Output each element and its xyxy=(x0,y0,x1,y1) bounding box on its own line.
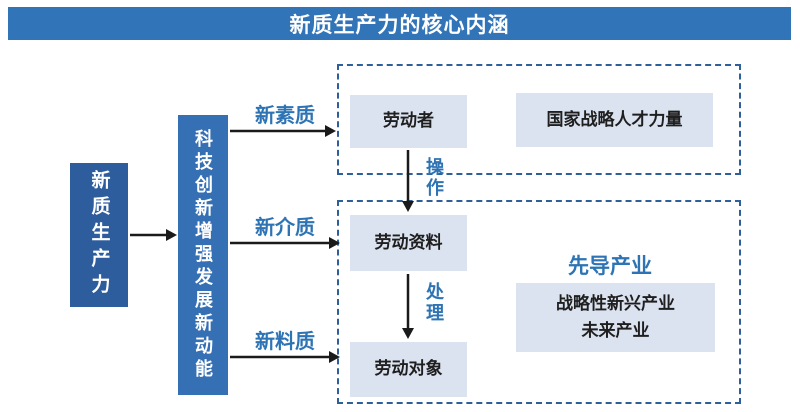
branch-label-new-quality: 新素质 xyxy=(255,105,315,127)
dashed-group-labor xyxy=(337,64,741,175)
box-strategic-industries: 战略性新兴产业 未来产业 xyxy=(516,283,715,352)
box-labor-means: 劳动资料 xyxy=(350,215,467,271)
diagram-title: 新质生产力的核心内涵 xyxy=(8,7,791,40)
box-laborer: 劳动者 xyxy=(350,95,467,148)
label-leading-industry: 先导产业 xyxy=(568,255,652,278)
driver-box-tech-innovation: 科技创新增强发展新动能 xyxy=(178,115,228,395)
arrow-source-to-driver xyxy=(130,229,177,241)
strategic-industries-line2: 未来产业 xyxy=(581,320,650,340)
label-process: 处理 xyxy=(424,282,444,324)
branch-label-new-medium: 新介质 xyxy=(255,217,315,239)
box-national-talent: 国家战略人才力量 xyxy=(516,93,713,147)
box-labor-object: 劳动对象 xyxy=(350,342,467,397)
branch-label-new-material: 新料质 xyxy=(255,331,315,353)
label-operate: 操作 xyxy=(424,157,444,199)
dashed-group-industry xyxy=(337,200,741,404)
source-box-new-productivity: 新质生产力 xyxy=(70,163,128,307)
strategic-industries-line1: 战略性新兴产业 xyxy=(556,294,675,314)
